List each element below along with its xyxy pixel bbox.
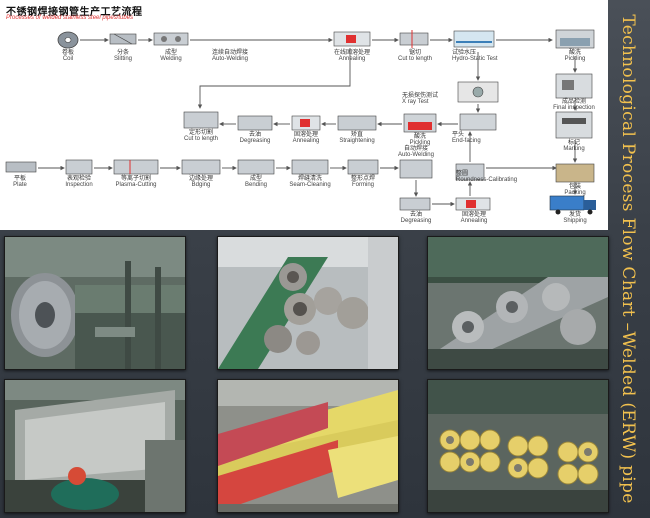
straightening-icon — [337, 115, 377, 131]
pickling-mid-icon — [403, 113, 437, 133]
coil-slitting-image — [5, 237, 185, 369]
photo-coil-slitting — [4, 236, 186, 370]
hydro-icon — [453, 30, 495, 48]
coil-icon — [57, 31, 79, 49]
final-inspection-icon — [555, 73, 593, 99]
seam-cleaning-icon — [291, 159, 329, 175]
vertical-title: Technological Process Flow Chart –Welded… — [606, 0, 650, 518]
bdging-icon — [181, 159, 221, 175]
bending-icon — [237, 159, 275, 175]
flow-connectors — [38, 37, 578, 207]
photo-pipe-bundles — [427, 379, 609, 513]
cut-length-top-icon — [399, 30, 429, 48]
degreasing-mid-icon — [237, 115, 273, 131]
auto-welding-bot-icon — [399, 159, 433, 179]
degreasing-bot-icon — [399, 197, 431, 211]
packed-pipes-image — [218, 380, 398, 512]
forming-rollers-image — [218, 237, 398, 369]
end-facing-icon — [459, 113, 497, 131]
annealing-bot-icon — [455, 197, 491, 211]
annealing-mid-icon — [291, 115, 321, 131]
welding-icon — [153, 32, 189, 46]
cut-length-mid-icon — [183, 111, 219, 129]
inspection-icon — [65, 159, 93, 175]
roundness-icon — [455, 163, 485, 181]
plate-icon — [5, 161, 37, 173]
annealing-furnace-image — [5, 380, 185, 512]
flow-arrows-svg — [5, 29, 596, 215]
plasma-cutting-icon — [113, 159, 159, 175]
slitting-icon — [109, 33, 137, 45]
process-flow-chart: 不锈钢焊接钢管生产工艺流程 Processes of welded stainl… — [0, 0, 608, 230]
pipe-bundles-image — [428, 380, 608, 512]
flow-title: 不锈钢焊接钢管生产工艺流程 — [6, 7, 143, 18]
vertical-title-text: Technological Process Flow Chart –Welded… — [618, 14, 638, 504]
photo-welding-rollers — [427, 236, 609, 370]
photo-packed-pipes — [217, 379, 399, 513]
xray-icon — [457, 81, 499, 103]
forming-icon — [347, 159, 379, 175]
marking-icon — [555, 111, 593, 139]
annealing-top-icon — [333, 31, 371, 47]
packing-icon — [555, 163, 595, 183]
photo-forming-rollers — [217, 236, 399, 370]
shipping-icon — [549, 195, 596, 215]
flow-subtitle: Processes of welded stainless steel pipe… — [6, 15, 134, 21]
welding-rollers-image — [428, 237, 608, 369]
photo-annealing-furnace — [4, 379, 186, 513]
pickling-top-icon — [555, 29, 595, 49]
